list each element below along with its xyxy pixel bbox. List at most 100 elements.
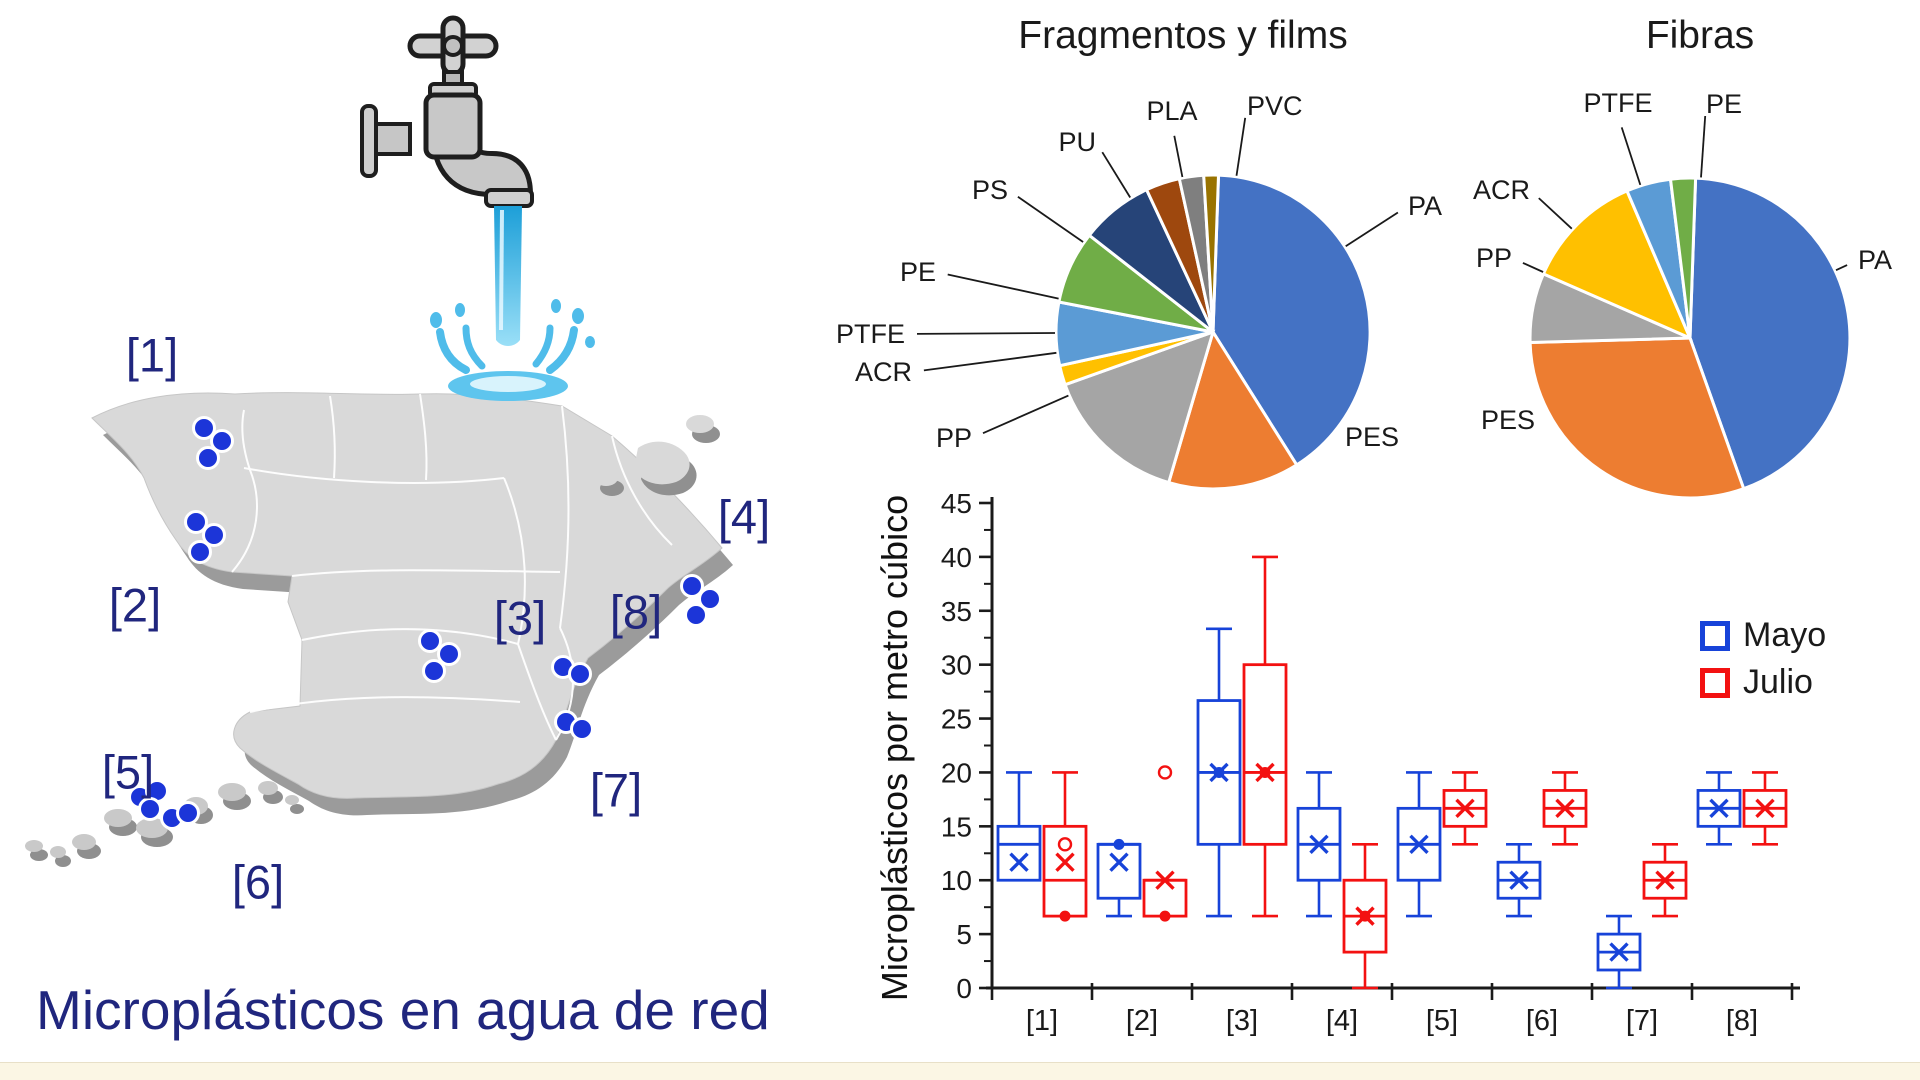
legend-label: Mayo <box>1743 616 1827 654</box>
pie-slice-label: PS <box>972 175 1008 205</box>
pie-slice-label: PTFE <box>836 319 905 349</box>
julio-swatch-icon <box>1700 667 1730 698</box>
pie-label-leader <box>1017 196 1084 243</box>
sample-site-marker <box>698 587 722 611</box>
pie-label-leader <box>947 273 1059 300</box>
x-category-label: [6] <box>1526 1005 1558 1037</box>
y-tick-label: 15 <box>941 811 972 842</box>
box-Julio-[7] <box>1642 843 1688 918</box>
box-Mayo-[6] <box>1496 843 1542 918</box>
box-Mayo-[1] <box>996 771 1042 882</box>
pie-label-leader <box>1173 135 1184 178</box>
pie-slice-label: ACR <box>1473 175 1530 205</box>
box-Mayo-[5] <box>1396 771 1442 918</box>
map-site-label: [1] <box>125 328 179 382</box>
box-Mayo-[4] <box>1296 771 1342 918</box>
pie-label-leader <box>1835 264 1848 272</box>
pie-slice-PA <box>1688 176 1852 491</box>
pie-slice-label: PP <box>1476 243 1512 273</box>
pie-slice-PES <box>1528 336 1746 500</box>
tap-icon <box>360 15 595 401</box>
pie-slice-label: PLA <box>1146 96 1197 126</box>
pie-label-leader <box>916 332 1056 335</box>
legend-item-julio: Julio <box>1700 663 1826 702</box>
pie-slice-label: PE <box>1706 89 1742 119</box>
pie-slice-label: PE <box>900 257 936 287</box>
pie-label-leader <box>923 351 1057 372</box>
sample-site-marker <box>570 717 594 741</box>
sample-site-marker <box>684 603 708 627</box>
map-site-label: [7] <box>589 763 643 817</box>
box-Julio-[2] <box>1142 765 1188 922</box>
pie-slice-label: PVC <box>1247 91 1303 121</box>
boxplot-legend: Mayo Julio <box>1700 616 1826 710</box>
box-Julio-[8] <box>1742 771 1788 846</box>
pie-slice-label: PES <box>1481 405 1535 435</box>
pie-slice-PES <box>1166 328 1299 491</box>
bottom-bar <box>0 1062 1920 1080</box>
map-site-label: [3] <box>493 591 547 645</box>
data-point-dot <box>1213 766 1225 778</box>
box-Julio-[5] <box>1442 771 1488 846</box>
pie-label-leader <box>982 394 1069 435</box>
pie-title-fragments: Fragmentos y films <box>1018 14 1348 57</box>
pie-label-leader <box>1700 115 1707 178</box>
box-Mayo-[2] <box>1096 838 1142 918</box>
y-tick-label: 35 <box>941 596 972 627</box>
x-category-label: [7] <box>1626 1005 1658 1037</box>
y-tick-label: 45 <box>941 488 972 519</box>
sample-site-marker <box>422 659 446 683</box>
pie-slice-label: ACR <box>855 357 912 387</box>
outlier-circle <box>1057 837 1073 852</box>
pie-slice-label: PES <box>1345 422 1399 452</box>
map-site-label: [4] <box>717 490 771 544</box>
pie-slice-PVC <box>1202 173 1221 333</box>
box-Julio-[6] <box>1542 771 1588 846</box>
sample-site-marker <box>210 429 234 453</box>
balearic-islands <box>594 415 720 496</box>
boxplot-y-axis-title: Microplásticos por metro cúbico <box>874 494 915 1002</box>
region-borders <box>231 393 673 741</box>
x-category-label: [4] <box>1326 1005 1358 1037</box>
y-tick-label: 25 <box>941 704 972 735</box>
pie-label-leader <box>1620 127 1642 186</box>
water-splash <box>430 299 595 401</box>
pie-slice-label: PTFE <box>1583 88 1652 118</box>
pie-slice-label: PA <box>1858 245 1892 275</box>
box-Mayo-[8] <box>1696 771 1742 846</box>
pie-slice-PP <box>1063 329 1216 485</box>
pie-chart-1: PA PES PP ACR PTFE PE <box>1473 88 1892 500</box>
map-site-label: [5] <box>101 745 155 799</box>
x-category-label: [8] <box>1726 1005 1758 1037</box>
pie-label-leader <box>1538 197 1573 230</box>
box-Julio-[3] <box>1242 555 1288 918</box>
box-Julio-[1] <box>1042 771 1088 922</box>
spain-map <box>25 392 733 867</box>
canary-islands <box>25 781 304 867</box>
pie-label-leader <box>1345 211 1399 248</box>
x-category-label: [5] <box>1426 1005 1458 1037</box>
data-point-dot <box>1059 910 1071 922</box>
pie-slice-label: PU <box>1058 127 1096 157</box>
map-site-label: [2] <box>108 578 162 632</box>
pie-slice-label: PP <box>936 423 972 453</box>
box-Mayo-[3] <box>1196 627 1242 918</box>
data-point-dot <box>1113 838 1125 850</box>
legend-label: Julio <box>1743 663 1813 701</box>
box-Mayo-[7] <box>1596 914 1642 990</box>
data-point-dot <box>1259 766 1271 778</box>
pie-label-leader <box>1101 151 1131 198</box>
outlier-circle <box>1157 765 1173 780</box>
y-tick-label: 40 <box>941 542 972 573</box>
box-plot: 051015202530354045[1][2][3][4][5][6][7][… <box>941 488 1800 1037</box>
x-category-label: [3] <box>1226 1005 1258 1037</box>
legend-item-mayo: Mayo <box>1700 616 1826 655</box>
pie-label-leader <box>1522 262 1544 273</box>
map-site-label: [6] <box>231 855 285 909</box>
map-site-label: [8] <box>609 585 663 639</box>
pie-label-leader <box>1235 117 1247 176</box>
